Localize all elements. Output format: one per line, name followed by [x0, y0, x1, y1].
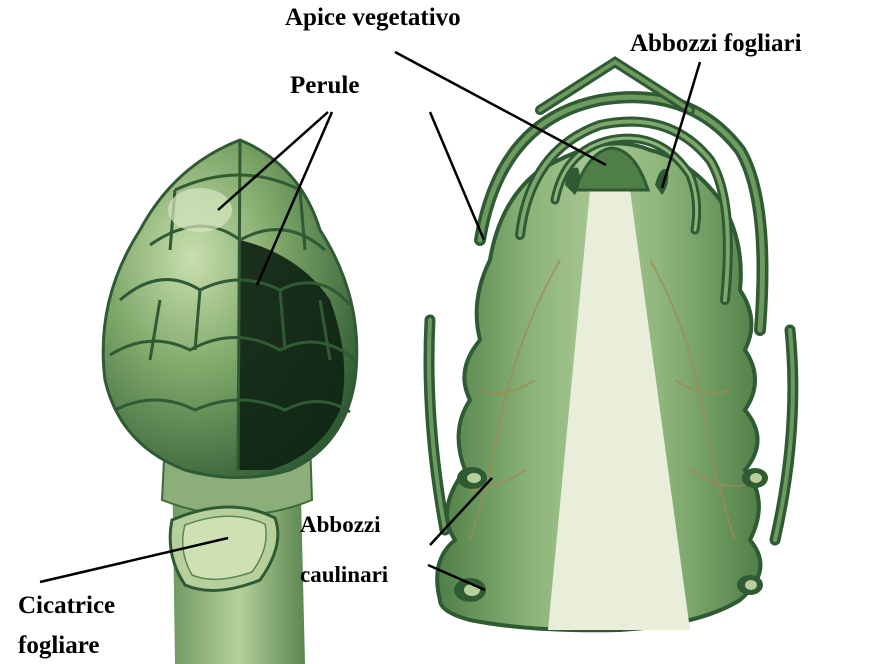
label-abbozzi-caulinari-2: caulinari	[300, 562, 388, 588]
label-cicatrice-1: Cicatrice	[18, 592, 115, 620]
leaf-scar-inner	[183, 516, 266, 579]
label-abbozzi-fogliari: Abbozzi fogliari	[630, 30, 802, 58]
scale-highlight	[168, 188, 232, 232]
label-cicatrice-2: fogliare	[18, 632, 99, 660]
leader-perule-scale	[430, 112, 484, 240]
label-apice-vegetativo: Apice vegetativo	[285, 4, 461, 32]
label-abbozzi-caulinari-1: Abbozzi	[300, 512, 381, 538]
label-perule: Perule	[290, 72, 359, 100]
bud-section	[429, 62, 793, 630]
